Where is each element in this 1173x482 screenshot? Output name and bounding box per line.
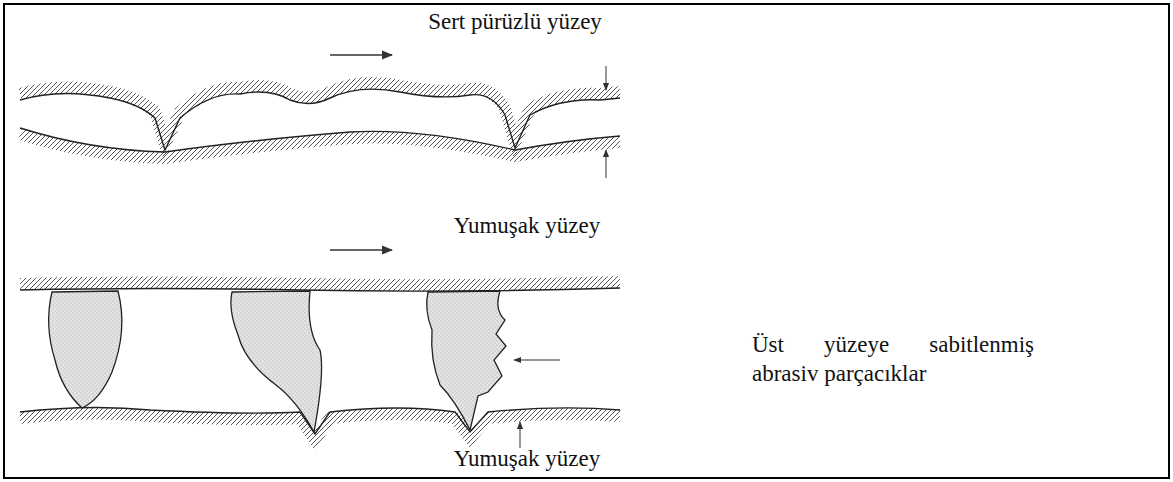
surface-label: Sert pürüzlü yüzey (428, 8, 602, 37)
rough-contact (20, 55, 620, 178)
surface-label: Yumuşak yüzey (454, 445, 600, 474)
particle-label: Üst yüzeye sabitlenmiş abrasiv parçacıkl… (752, 331, 1034, 389)
surface-label: Yumuşak yüzey (454, 212, 600, 241)
particle-contact (20, 250, 620, 448)
frame (4, 4, 1169, 478)
